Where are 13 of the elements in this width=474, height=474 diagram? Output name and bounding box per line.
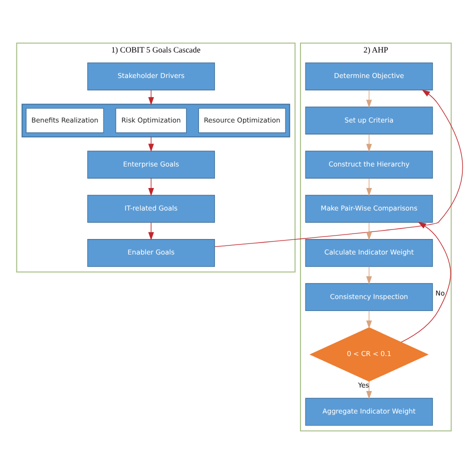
cluster [22,104,290,138]
arrow [400,222,451,343]
arrow [366,134,372,152]
arrow [366,381,372,400]
arrow [148,90,154,106]
arrow [148,222,154,240]
arrow [366,222,372,240]
arrow [214,90,463,248]
arrow [366,178,372,196]
arrow [366,266,372,284]
arrow [148,178,154,196]
arrow [366,310,372,329]
arrow [366,90,372,108]
